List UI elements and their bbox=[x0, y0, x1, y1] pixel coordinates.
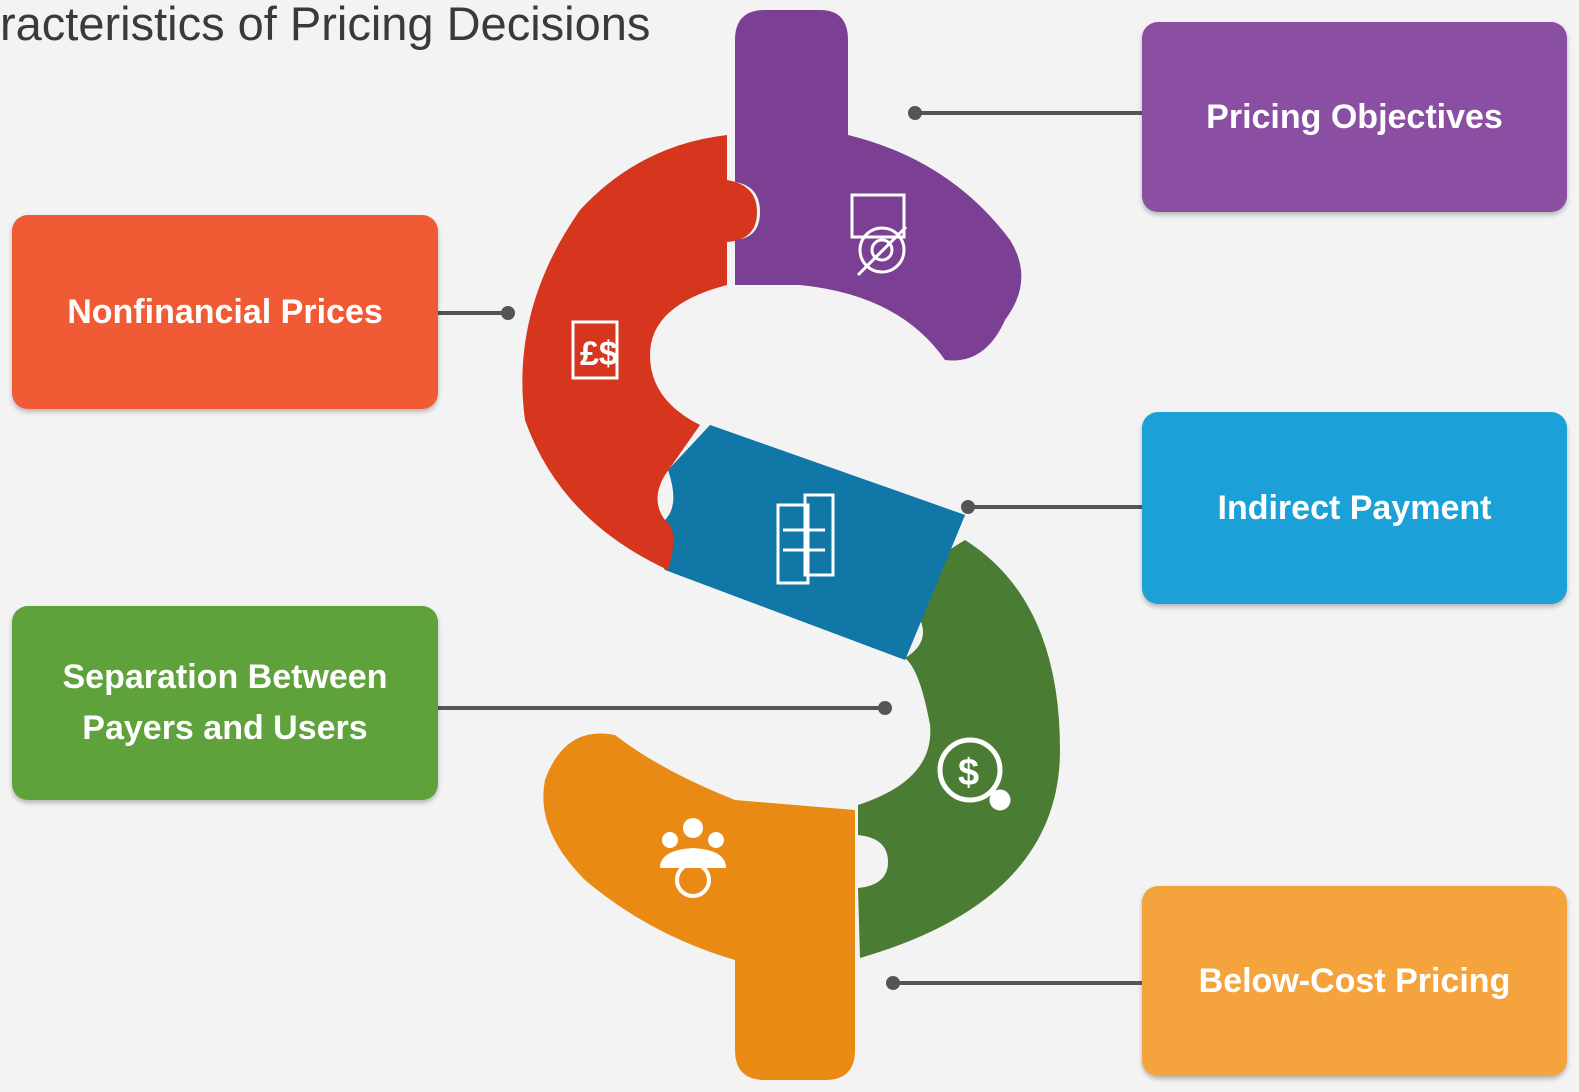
target-chart-icon bbox=[850, 193, 908, 277]
people-group-icon bbox=[660, 818, 726, 898]
dollar-cycle-icon: $ bbox=[937, 737, 1011, 811]
below-cost-pricing-label: Below-Cost Pricing bbox=[1198, 961, 1511, 1000]
calculator-document-icon bbox=[776, 493, 835, 585]
svg-text:£$: £$ bbox=[580, 335, 618, 373]
pricing-objectives-box: Pricing Objectives bbox=[1142, 22, 1567, 212]
separation-box: Separation Between Payers and Users bbox=[12, 606, 438, 800]
indirect-payment-label: Indirect Payment bbox=[1217, 488, 1492, 527]
diagram-title: racteristics of Pricing Decisions bbox=[0, 0, 651, 50]
orange-puzzle-piece bbox=[543, 733, 855, 1080]
indirect-payment-box: Indirect Payment bbox=[1142, 412, 1567, 604]
green-puzzle-piece bbox=[858, 540, 1060, 958]
pricing-objectives-label: Pricing Objectives bbox=[1206, 97, 1503, 136]
red-puzzle-piece bbox=[522, 135, 757, 570]
svg-text:$: $ bbox=[958, 752, 979, 794]
price-tag-dollar-icon: £$ bbox=[571, 320, 619, 380]
nonfinancial-prices-box: Nonfinancial Prices bbox=[12, 215, 438, 409]
nonfinancial-prices-label: Nonfinancial Prices bbox=[67, 292, 383, 331]
separation-label-line1: Separation Between bbox=[62, 658, 388, 696]
below-cost-pricing-box: Below-Cost Pricing bbox=[1142, 886, 1567, 1076]
separation-label-line2: Payers and Users bbox=[82, 709, 368, 747]
purple-puzzle-piece bbox=[735, 10, 1022, 361]
